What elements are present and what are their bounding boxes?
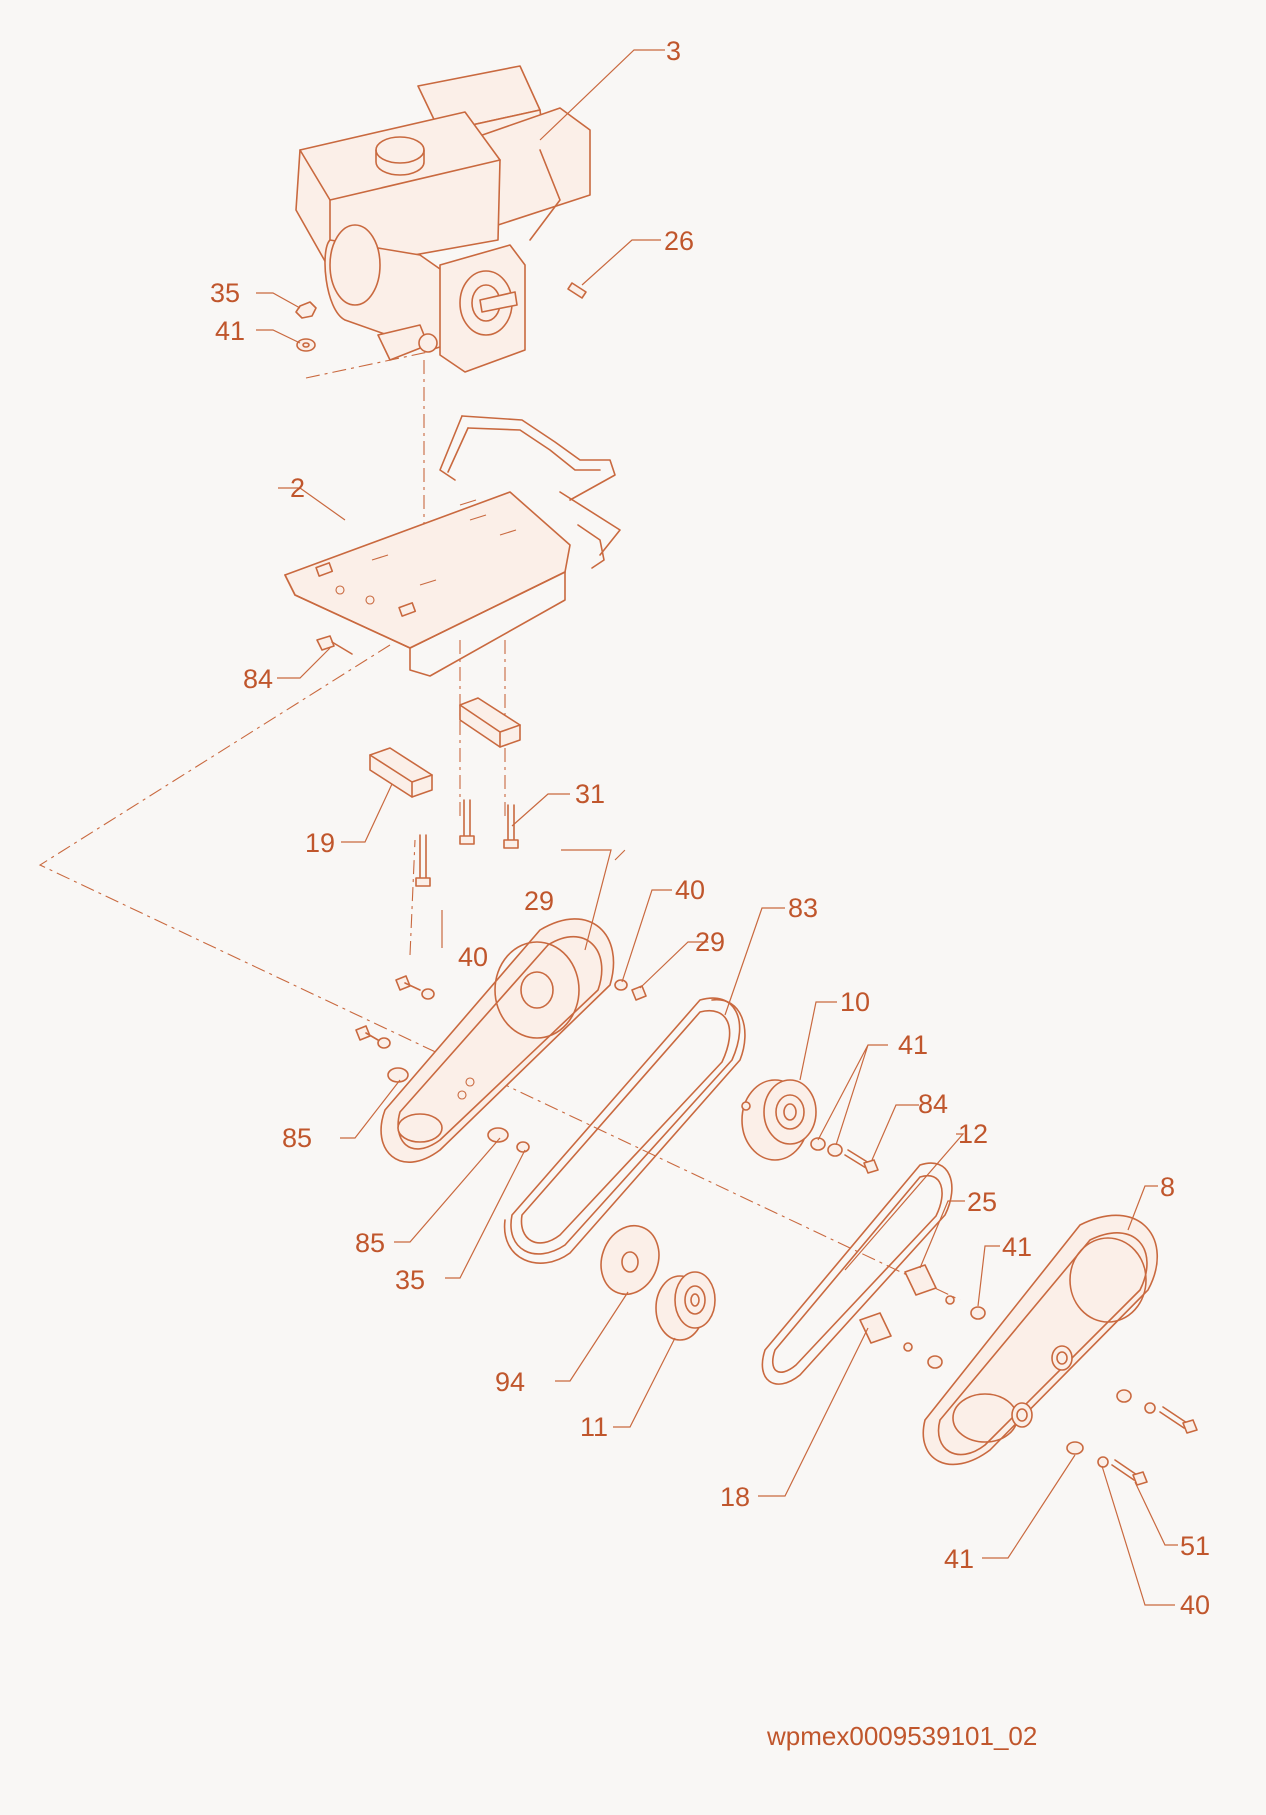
belt-guard-inner: [380, 918, 615, 1163]
belt-83: [503, 997, 746, 1264]
callout-35: 35: [210, 278, 240, 308]
spacers: [859, 1264, 986, 1369]
pulley-10: [741, 1079, 817, 1161]
callout-26: 26: [664, 226, 694, 256]
drawing-id: wpmex0009539101_02: [766, 1721, 1037, 1751]
callout-labels: 3 26 35 41 2 84 31 19 29 40 40 29 83 10 …: [210, 36, 1210, 1620]
callout-40: 40: [458, 942, 488, 972]
callout-11: 11: [580, 1412, 608, 1442]
belt-guard-outer: [922, 1214, 1158, 1466]
callout-85: 85: [282, 1123, 312, 1153]
leader-lines: [256, 49, 1178, 1606]
callout-84: 84: [918, 1089, 948, 1119]
callout-8: 8: [1160, 1172, 1175, 1202]
callout-85: 85: [355, 1228, 385, 1258]
callout-41: 41: [944, 1544, 974, 1574]
callout-10: 10: [840, 987, 870, 1017]
callout-18: 18: [720, 1482, 750, 1512]
callout-25: 25: [967, 1187, 997, 1217]
guard-hardware: [355, 975, 647, 1153]
callout-19: 19: [305, 828, 335, 858]
callout-3: 3: [666, 36, 681, 66]
callout-94: 94: [495, 1367, 525, 1397]
washer-41-top: [296, 338, 316, 352]
engine: [295, 65, 591, 373]
key-26: [567, 282, 587, 299]
callout-41: 41: [215, 316, 245, 346]
engine-mounting-plate: [284, 415, 621, 677]
spacer-bar-19-right: [459, 697, 521, 748]
pulley-11: [655, 1271, 716, 1341]
callout-12: 12: [958, 1119, 988, 1149]
callout-51: 51: [1180, 1531, 1210, 1561]
callout-40: 40: [675, 875, 705, 905]
washer-94: [600, 1224, 660, 1296]
callout-2: 2: [290, 473, 305, 503]
belt-12: [761, 1162, 953, 1385]
pulley-hardware: [810, 1137, 879, 1174]
center-lines: [38, 351, 961, 1301]
callout-40: 40: [1180, 1590, 1210, 1620]
callout-35: 35: [395, 1265, 425, 1295]
bolts-31: [415, 799, 519, 887]
callout-29: 29: [524, 886, 554, 916]
callout-84: 84: [243, 664, 273, 694]
callout-31: 31: [575, 779, 605, 809]
nut-35-top: [295, 301, 317, 319]
callout-83: 83: [788, 893, 818, 923]
callout-41: 41: [1002, 1232, 1032, 1262]
bolt-84-upper: [316, 635, 353, 655]
outer-guard-hardware: [1066, 1389, 1198, 1486]
callout-41: 41: [898, 1030, 928, 1060]
callout-29: 29: [695, 927, 725, 957]
spacer-bar-19-left: [369, 747, 433, 798]
